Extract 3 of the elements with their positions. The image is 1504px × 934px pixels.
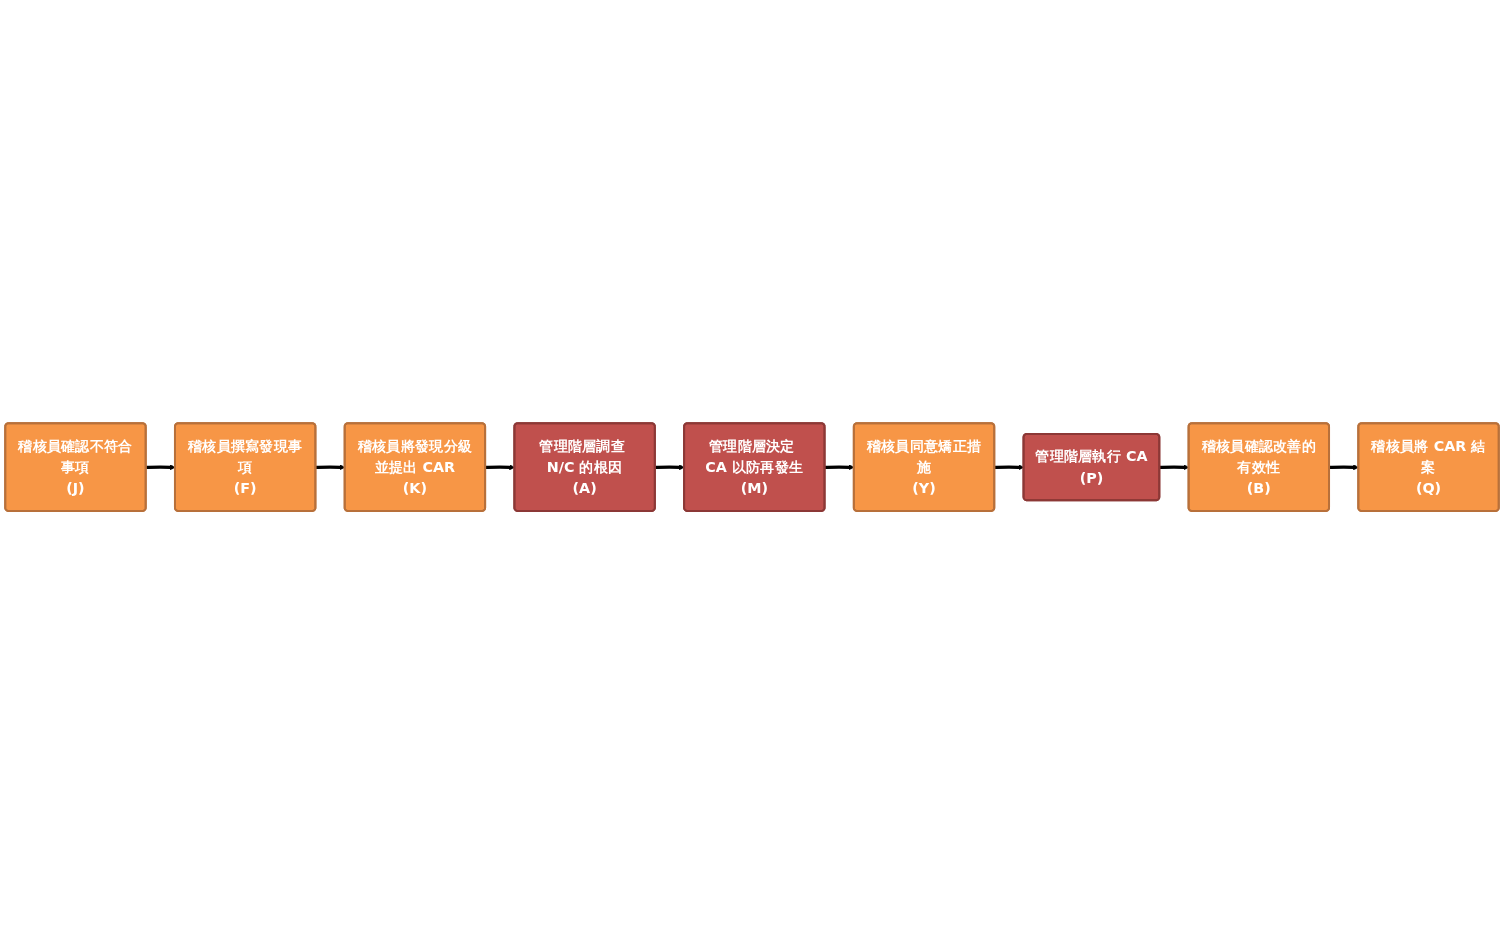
arrow xyxy=(1329,464,1359,471)
arrow xyxy=(485,464,515,471)
arrow xyxy=(655,464,685,471)
